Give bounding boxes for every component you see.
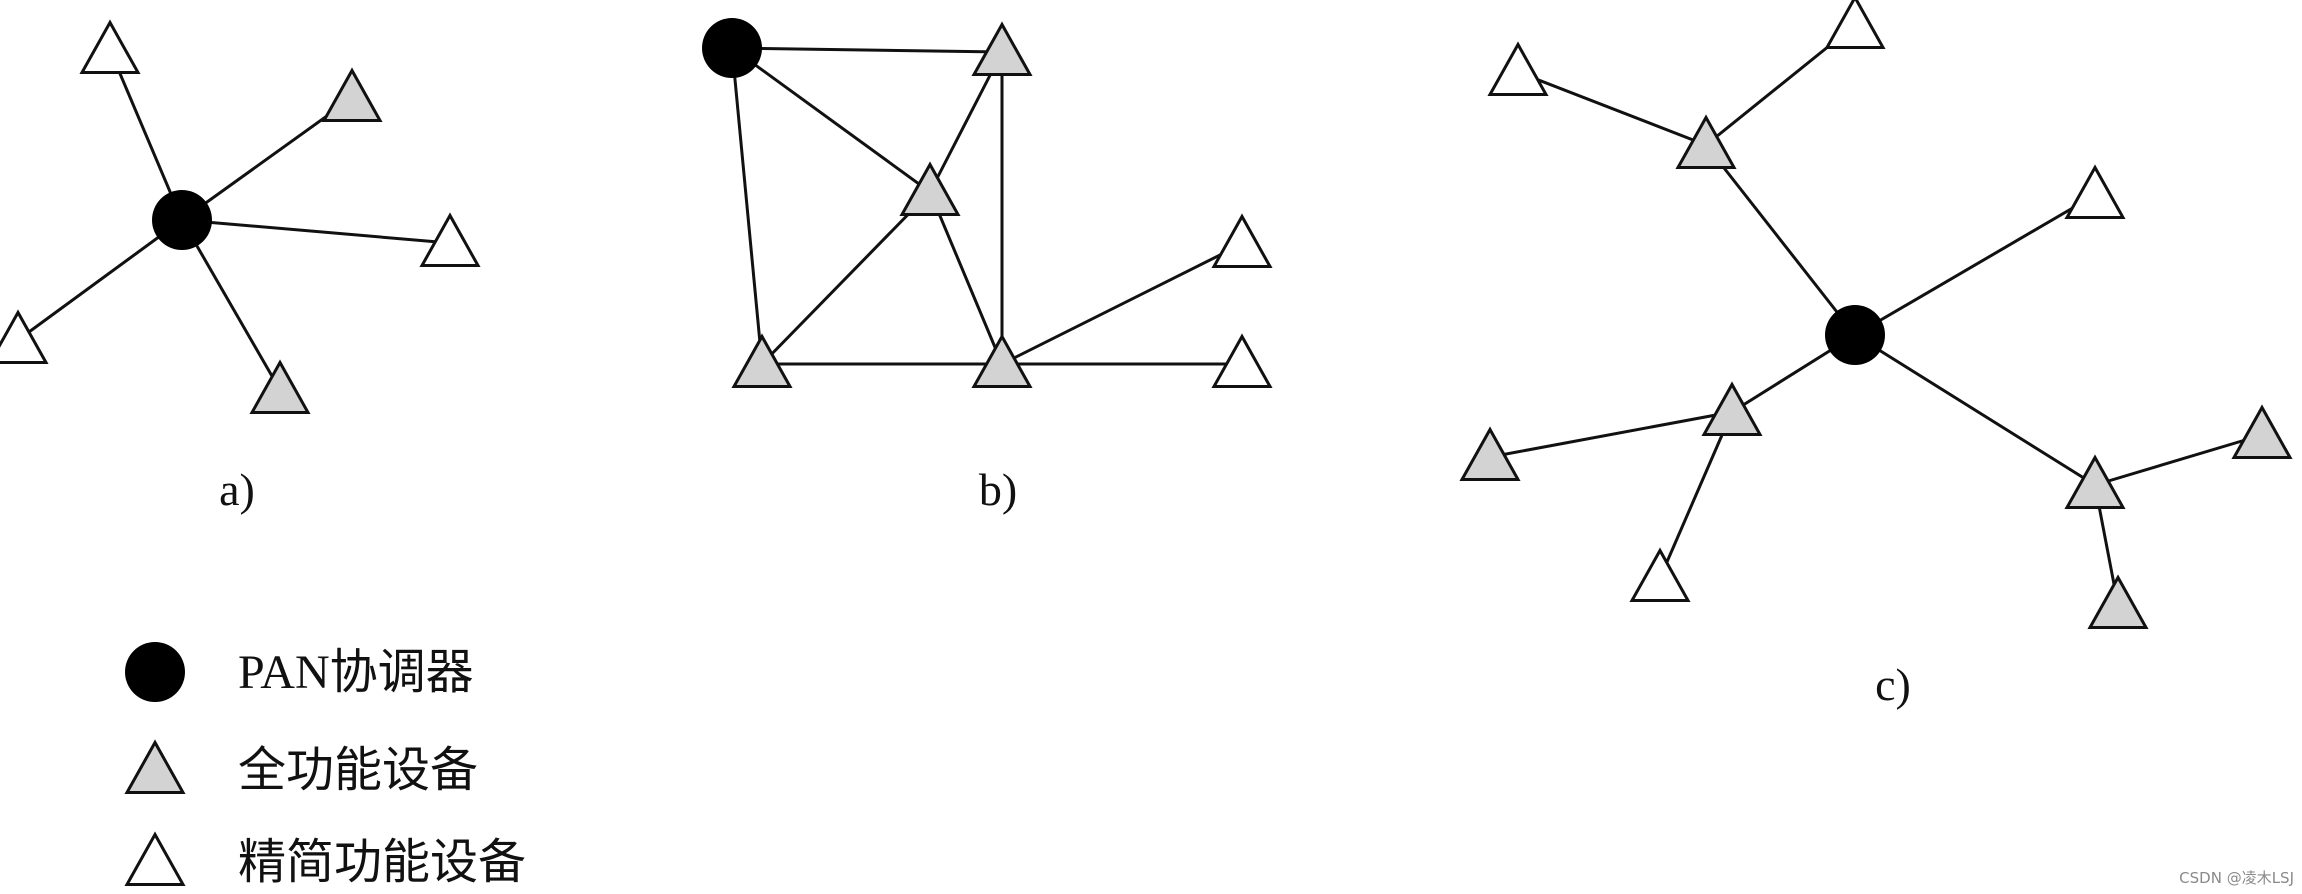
edge-a-pan-a1 [108, 49, 184, 221]
legend-full-symbol [124, 739, 186, 794]
full-function-device-node [2064, 454, 2126, 509]
pan-coordinator-node [702, 18, 762, 78]
labels-layer: a) b) c) [219, 464, 1911, 710]
watermark: CSDN @凌木LSJ [2179, 869, 2294, 887]
legend-item-coordinator: PAN协调器 [125, 642, 474, 702]
full-function-device-node [1701, 381, 1763, 436]
legend-coordinator-symbol [125, 642, 185, 702]
legend-item-reduced: 精简功能设备 [124, 831, 526, 889]
edge-c-c8-c9 [2094, 433, 2263, 487]
diagram-label-c: c) [1875, 659, 1911, 710]
edge-c-c1-c2 [1517, 70, 1707, 147]
edge-a-pan-a5 [180, 219, 282, 391]
pan-coordinator-node [152, 190, 212, 250]
full-function-device-node [2231, 404, 2293, 459]
full-function-device-node [731, 333, 793, 388]
diagram-label-b: b) [979, 464, 1017, 515]
full-function-device-node [1459, 426, 1521, 481]
edge-c-pan-c8 [1854, 333, 2096, 487]
reduced-function-device-node [1211, 213, 1273, 268]
diagram-label-a: a) [219, 464, 255, 515]
edge-c-c1-pan [1704, 144, 1857, 336]
edge-a-pan-a4 [17, 218, 183, 342]
legend-label: PAN协调器 [238, 646, 474, 699]
full-function-device-node [249, 359, 311, 414]
legend-label: 精简功能设备 [238, 836, 526, 889]
edge-c-c5-c6 [1489, 410, 1733, 459]
pan-coordinator-node [1825, 305, 1885, 365]
full-function-device-node [899, 161, 961, 216]
edge-b-pan-b3 [730, 47, 764, 365]
reduced-function-device-node [1824, 0, 1886, 49]
diagram-a [0, 19, 481, 414]
full-function-device-node [2087, 574, 2149, 629]
edge-b-b2-b3 [760, 190, 932, 366]
edge-a-pan-a3 [181, 218, 451, 245]
edges-layer [17, 23, 2263, 606]
full-function-device-node [971, 21, 1033, 76]
full-function-device-node [971, 333, 1033, 388]
legend-reduced-symbol [124, 831, 186, 886]
edge-b-b2-b4 [928, 191, 1004, 365]
reduced-function-device-node [0, 309, 49, 364]
reduced-function-device-node [419, 212, 481, 267]
reduced-function-device-node [79, 19, 141, 74]
legend-label: 全功能设备 [238, 744, 478, 797]
reduced-function-device-node [1487, 41, 1549, 96]
diagram-b [702, 18, 1273, 388]
full-function-device-node [1675, 114, 1737, 169]
legend-item-full: 全功能设备 [124, 739, 478, 797]
edge-b-b4-b5 [1001, 242, 1243, 366]
edge-c-pan-c4 [1854, 193, 2096, 337]
reduced-function-device-node [1211, 333, 1273, 388]
nodes-layer [0, 0, 2293, 629]
reduced-function-device-node [2064, 164, 2126, 219]
diagram-c [1459, 0, 2293, 629]
edge-b-pan-b2 [731, 46, 931, 194]
full-function-device-node [321, 67, 383, 122]
edge-b-pan-b1 [731, 46, 1003, 54]
edge-c-c5-c7 [1658, 411, 1734, 579]
reduced-function-device-node [1629, 547, 1691, 602]
